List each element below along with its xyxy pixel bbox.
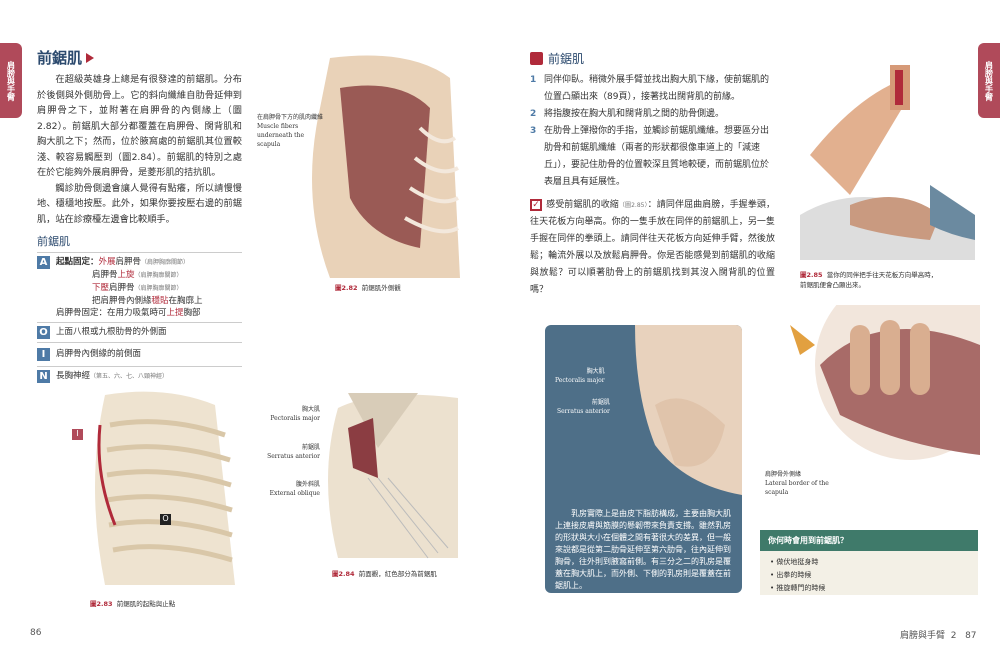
- check-paragraph: ✓感受前鋸肌的收縮（圖2.85）：請同伴屈曲肩膀，手握拳頭，往天花板方向舉高。你…: [530, 199, 775, 295]
- section-tab-right: 肩膀與手臂: [978, 43, 1000, 118]
- usage-item: • 推旋轉門的時候: [770, 584, 826, 592]
- usage-box: 你何時會用到前鋸肌？ • 做伏地挺身時 • 出拳的時候 • 推旋轉門的時候: [760, 530, 978, 595]
- bluebox-text: 乳房實際上是由皮下脂肪構成，主要由胸大肌上連接皮膚與筋膜的懸韌帶來負責支撐。雖然…: [555, 509, 731, 590]
- paragraph: 觸診肋骨側邊會讓人覺得有點癢，所以請慢慢地、穩穩地按壓。此外，如果你要按壓右邊的…: [37, 182, 242, 225]
- figure-2-85-photo: [790, 65, 975, 260]
- usage-title: 你何時會用到前鋸肌？: [760, 530, 978, 551]
- fig83-caption: 圖2.83 前鋸肌的起點與止點: [90, 600, 176, 608]
- page-footer-right: 肩膀與手臂 2 87: [900, 631, 977, 641]
- section-title: 前鋸肌: [548, 52, 585, 66]
- usage-item: • 出拳的時候: [770, 571, 812, 579]
- figure-2-83-illustration: [95, 391, 235, 585]
- paragraph: 在超級英雄身上總是有很發達的前鋸肌。分布於後側與外側肋骨上。它的斜向纖維自肋骨延…: [37, 74, 242, 178]
- scapula-closeup-photo: [790, 305, 980, 460]
- nerve-note: （第五、六、七、八頸神經）: [90, 373, 169, 380]
- usage-item: • 做伏地挺身時: [770, 558, 819, 566]
- checkmark-icon: ✓: [530, 199, 542, 211]
- action-row: A 起點固定：外展肩胛骨（肩胛胸廓關節） 肩胛骨上旋（肩胛胸廓關節） 下壓肩胛骨…: [37, 252, 242, 322]
- triangle-icon: [86, 53, 95, 63]
- origin-tag: O: [160, 514, 171, 525]
- page-number-left: 86: [30, 628, 42, 638]
- insertion-tag: I: [72, 429, 83, 440]
- aoin-table: A 起點固定：外展肩胛骨（肩胛胸廓關節） 肩胛骨上旋（肩胛胸廓關節） 下壓肩胛骨…: [37, 252, 242, 386]
- figure-2-82-illustration: [312, 55, 460, 278]
- aoin-title: 前鋸肌: [37, 235, 70, 248]
- figure-2-84-illustration: [328, 393, 458, 559]
- hand-icon: [530, 52, 543, 65]
- letter-a-badge: A: [37, 256, 50, 269]
- fig84-caption: 圖2.84 前面觀，紅色部分為前鋸肌: [332, 570, 437, 578]
- page-title: 前鋸肌: [37, 47, 242, 68]
- fig85-caption: 圖2.85 當你的同伴把手往天花板方向舉高時，前鋸肌便會凸顯出來。: [800, 271, 938, 289]
- section-tab-left: 肩膀與手臂: [0, 43, 22, 118]
- left-text-column: 前鋸肌 在超級英雄身上總是有很發達的前鋸肌。分布於後側與外側肋骨上。它的斜向纖維…: [37, 47, 242, 386]
- fig82-caption: 圖2.82 前鋸肌外側觀: [335, 284, 401, 292]
